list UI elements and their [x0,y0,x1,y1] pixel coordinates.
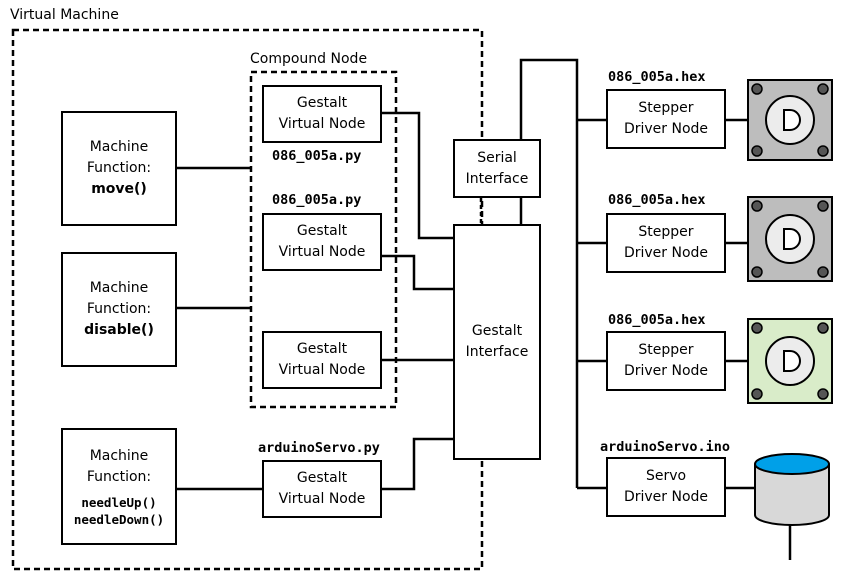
machine-function-name: disable() [84,322,154,338]
gestalt-interface-line1: Gestalt [471,323,523,339]
machine-function-line1: Machine [89,280,149,296]
machine-function-name: move() [91,181,147,197]
node-line1: Gestalt [296,95,348,111]
driver-line2: Driver Node [623,121,709,137]
machine-function-name: needleDown() [73,511,165,527]
node-line2: Virtual Node [278,116,366,132]
machine-function-line2: Function: [86,301,152,317]
servo-motor-icon [754,453,830,560]
node-line1: Gestalt [296,341,348,357]
node-line1: Gestalt [296,223,348,239]
stepper-driver-node: Stepper Driver Node [606,213,726,273]
machine-function-disable: Machine Function: disable() [61,252,177,367]
gestalt-virtual-node: Gestalt Virtual Node [262,85,382,143]
machine-function-line2: Function: [86,468,152,485]
machine-function-name: needleUp() [81,494,157,510]
virtual-machine-label: Virtual Machine [10,7,119,23]
node-line2: Virtual Node [278,491,366,507]
connections [177,58,755,491]
driver-line2: Driver Node [623,489,709,505]
driver-line2: Driver Node [623,363,709,379]
compound-node-frame [249,70,398,409]
file-label-servo-py: arduinoServo.py [258,440,380,456]
node-line2: Virtual Node [278,362,366,378]
file-label-ino: arduinoServo.ino [600,439,731,455]
file-label-hex: 086_005a.hex [608,312,706,328]
driver-line2: Driver Node [623,245,709,261]
serial-line2: Interface [465,170,529,187]
virtual-machine-frame [11,28,484,571]
stepper-driver-node: Stepper Driver Node [606,331,726,391]
machine-function-line1: Machine [89,447,149,464]
driver-line1: Stepper [638,100,694,116]
compound-node-label: Compound Node [250,51,368,67]
gestalt-virtual-node: Gestalt Virtual Node [262,331,382,389]
machine-function-move: Machine Function: move() [61,111,177,226]
servo-driver-node: Servo Driver Node [606,457,726,517]
driver-line1: Servo [645,468,687,484]
node-line1: Gestalt [296,470,348,486]
gestalt-virtual-node: Gestalt Virtual Node [262,213,382,271]
file-label-hex: 086_005a.hex [608,192,706,208]
stepper-motor-icon [747,79,833,161]
file-label-py: 086_005a.py [272,192,362,208]
node-line2: Virtual Node [278,244,366,260]
driver-line1: Stepper [638,224,694,240]
machine-function-line2: Function: [86,160,152,176]
gestalt-interface: Gestalt Interface [453,224,541,460]
file-label-py: 086_005a.py [272,148,362,164]
serial-line1: Serial [477,149,517,166]
stepper-driver-node: Stepper Driver Node [606,89,726,149]
serial-interface: Serial Interface [453,139,541,198]
file-label-hex: 086_005a.hex [608,69,706,85]
gestalt-interface-line2: Interface [465,344,529,360]
gestalt-virtual-node: Gestalt Virtual Node [262,460,382,518]
machine-function-line1: Machine [89,139,149,155]
stepper-motor-icon [747,196,833,282]
driver-line1: Stepper [638,342,694,358]
stepper-motor-icon [747,318,833,404]
machine-function-needle: Machine Function: needleUp() needleDown(… [61,428,177,545]
